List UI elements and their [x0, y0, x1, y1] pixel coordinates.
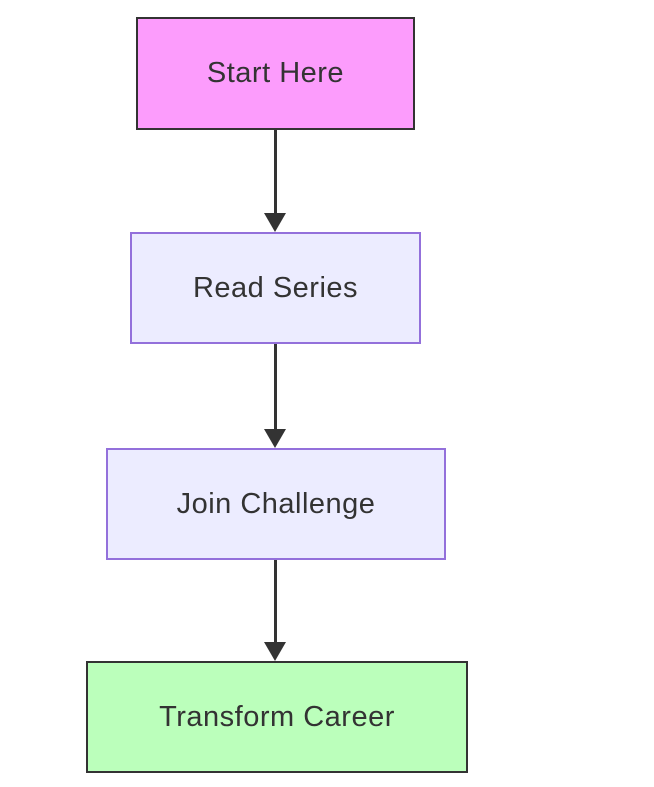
arrowhead-down-icon — [264, 429, 286, 448]
arrowhead-down-icon — [264, 213, 286, 232]
flow-node-label: Start Here — [206, 57, 345, 90]
flow-node-join-challenge: Join Challenge — [106, 448, 446, 560]
flow-node-label: Read Series — [192, 271, 359, 304]
arrow-line — [274, 344, 277, 431]
flow-node-label: Transform Career — [159, 700, 395, 733]
arrowhead-down-icon — [264, 642, 286, 661]
arrow-line — [274, 560, 277, 644]
arrow-line — [274, 130, 277, 215]
flow-node-transform-career: Transform Career — [86, 661, 468, 773]
flow-node-start-here: Start Here — [136, 17, 415, 130]
flow-node-read-series: Read Series — [130, 232, 421, 344]
flow-node-label: Join Challenge — [176, 487, 376, 520]
